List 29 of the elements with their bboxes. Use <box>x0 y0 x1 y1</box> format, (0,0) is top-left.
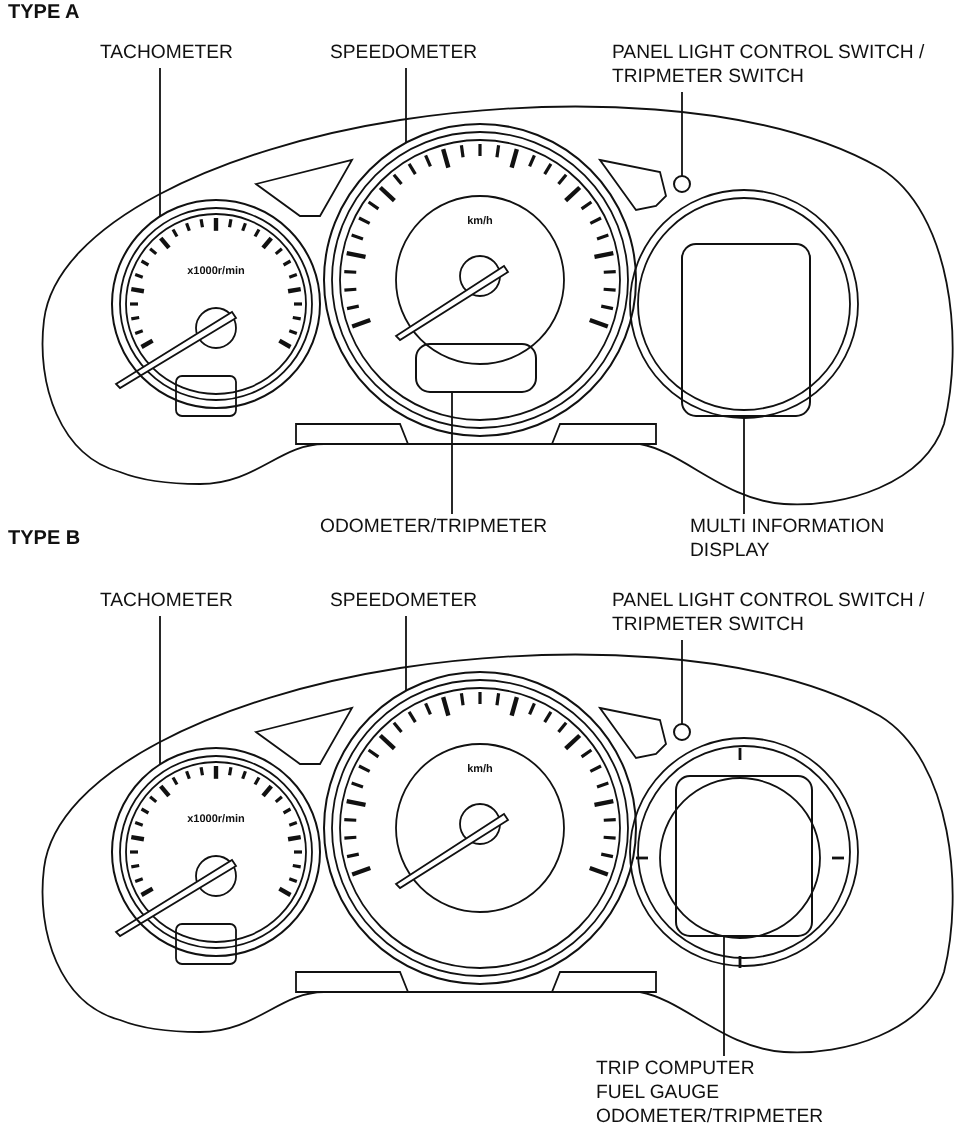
information-display <box>681 243 811 417</box>
leader-line <box>405 615 407 692</box>
part-label: ODOMETER/TRIPMETER <box>596 1106 824 1130</box>
speedometer-dial <box>323 123 637 437</box>
part-label: PANEL LIGHT CONTROL SWITCH / TRIPMETER SWITCH <box>612 42 927 90</box>
part-label: ODOMETER/TRIPMETER <box>320 516 548 540</box>
information-display <box>675 775 813 937</box>
section-heading: TYPE B <box>8 528 81 550</box>
part-label: TACHOMETER <box>100 42 233 66</box>
switch-knob <box>673 175 691 193</box>
part-label: SPEEDOMETER <box>330 590 478 614</box>
section-heading: TYPE A <box>8 2 80 24</box>
part-label: MULTI INFORMATION DISPLAY <box>690 516 887 564</box>
part-label: PANEL LIGHT CONTROL SWITCH / TRIPMETER SWITCH <box>612 590 927 638</box>
speedometer-dial <box>323 671 637 985</box>
part-label: SPEEDOMETER <box>330 42 478 66</box>
part-label: FUEL GAUGE <box>596 1082 719 1106</box>
tachometer-dial <box>111 747 321 957</box>
leader-line <box>451 391 453 515</box>
tachometer-dial <box>111 199 321 409</box>
leader-line <box>723 935 725 1057</box>
part-label: TRIP COMPUTER <box>596 1058 755 1082</box>
part-label: TACHOMETER <box>100 590 233 614</box>
leader-line <box>405 67 407 144</box>
leader-line <box>159 615 161 766</box>
leader-line <box>743 415 745 515</box>
switch-knob <box>673 723 691 741</box>
leader-line <box>159 67 161 218</box>
odometer-display <box>415 343 537 393</box>
